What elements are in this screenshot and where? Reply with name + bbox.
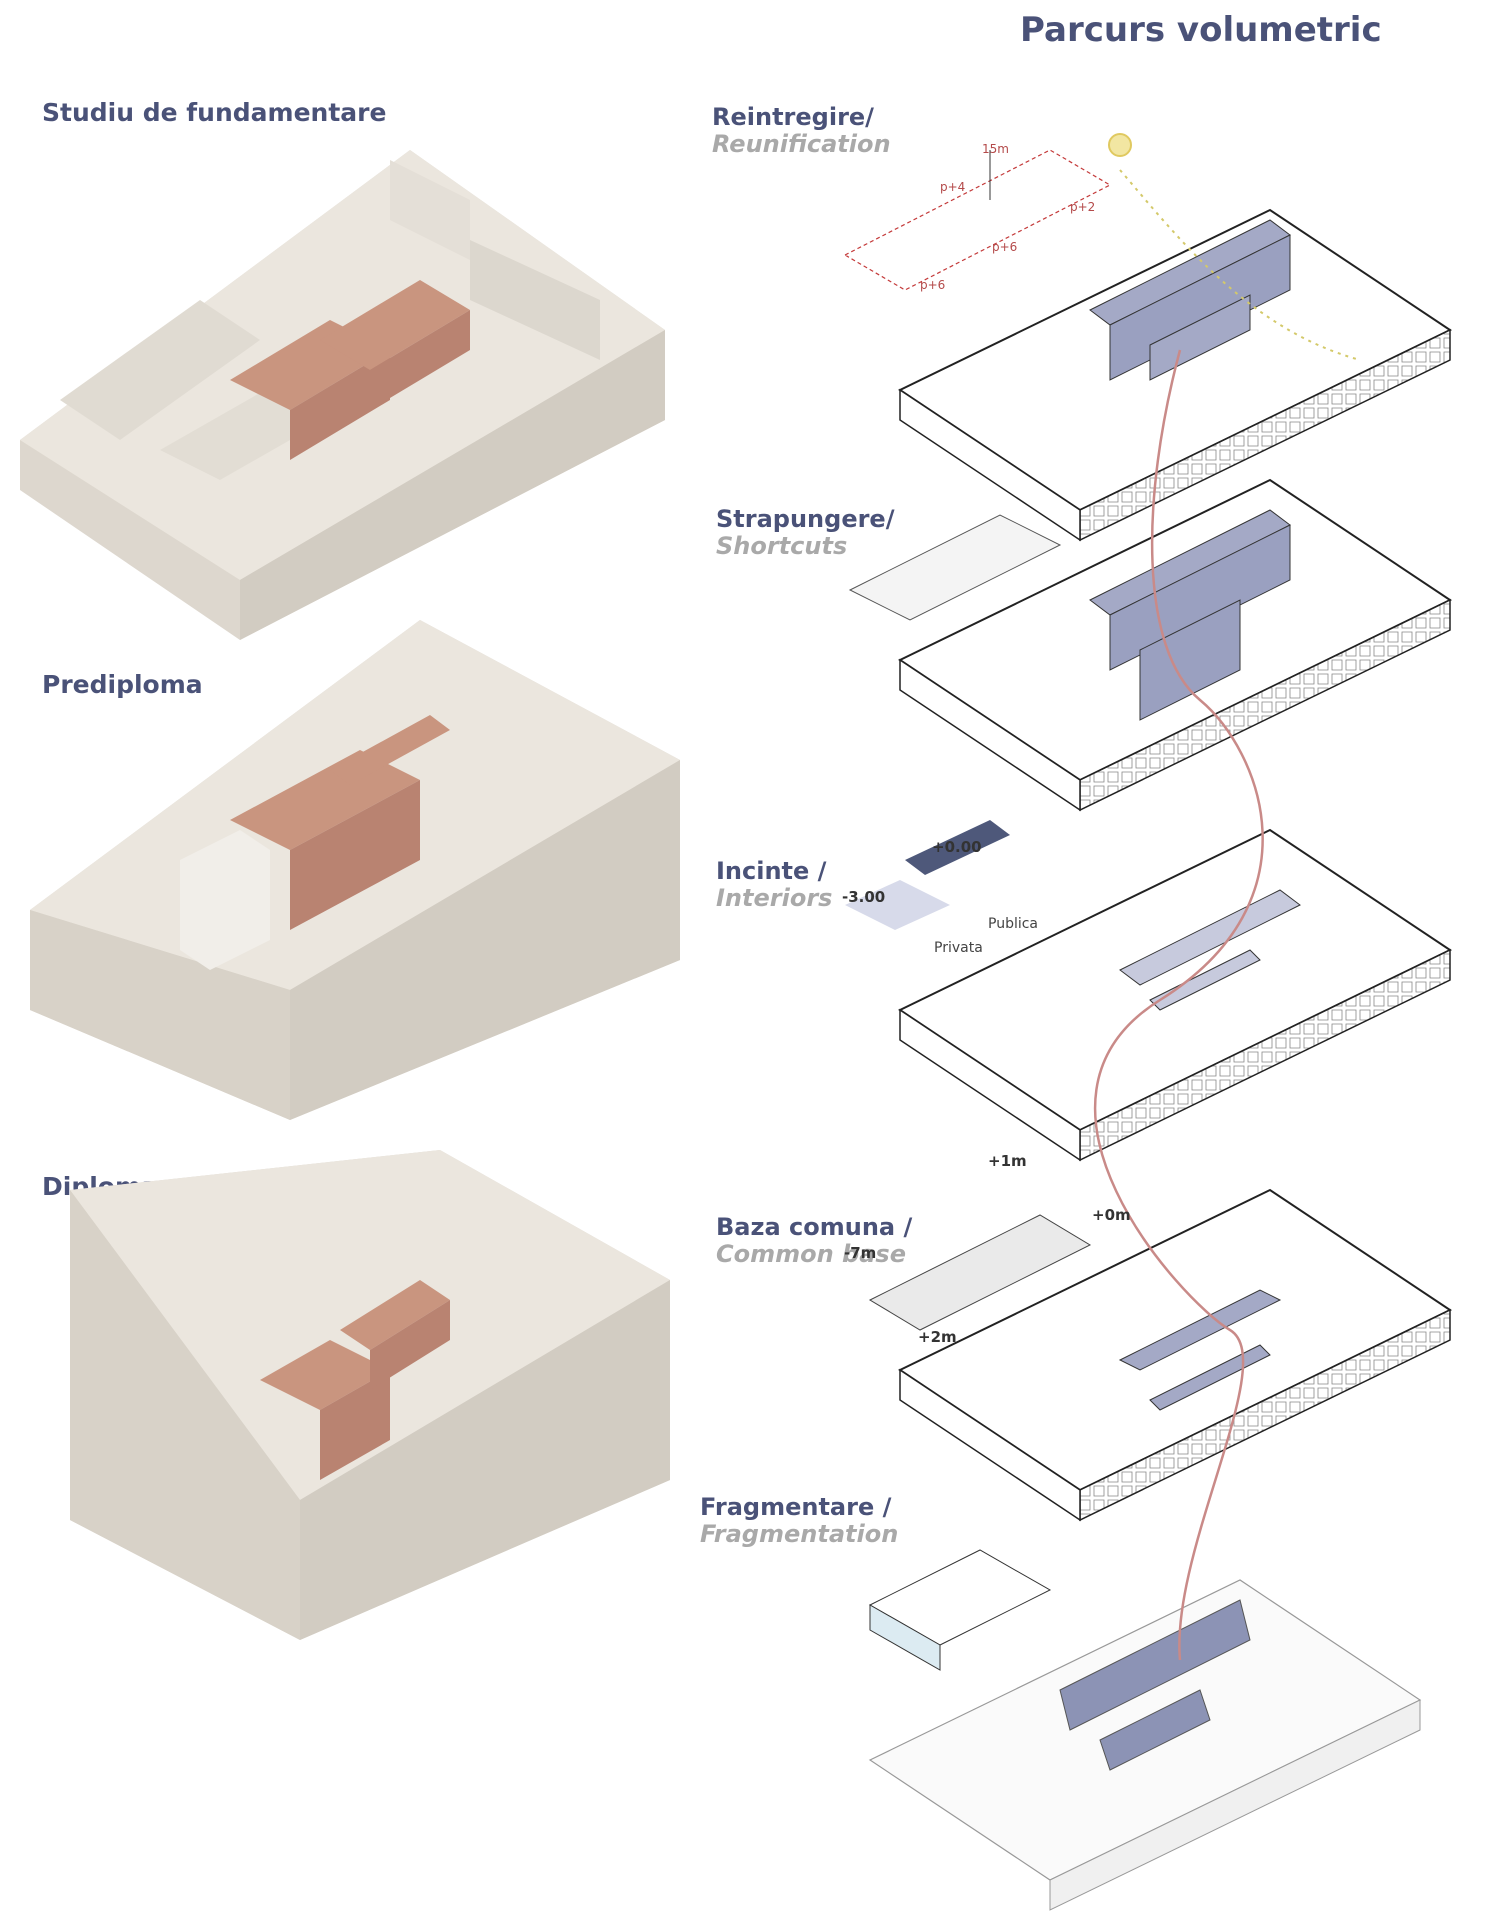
- label-level-low: -3.00: [842, 888, 886, 906]
- axon-common-base: [868, 1188, 1453, 1522]
- label-plus0m: +0m: [1092, 1206, 1131, 1224]
- label-p2: p+2: [1070, 200, 1096, 214]
- label-plus1m: +1m: [988, 1152, 1027, 1170]
- label-public: Publica: [988, 916, 1039, 932]
- label-plus2m: +2m: [918, 1328, 957, 1346]
- step-1-ro: Reintregire/: [712, 103, 874, 131]
- label-level-top: +0.00: [932, 838, 982, 856]
- label-minus7m: -7m: [844, 1244, 877, 1262]
- step-3-ro: Incinte /: [716, 857, 827, 885]
- model-title-2: Prediploma: [42, 670, 203, 699]
- label-height: 15m: [982, 142, 1009, 156]
- step-interiors-caption: Incinte / Interiors: [716, 858, 832, 912]
- model-title-1: Studiu de fundamentare: [42, 98, 387, 127]
- model-3-terracotta: [260, 1340, 390, 1410]
- connection-path: [1093, 349, 1264, 1661]
- axon-shortcuts: [848, 478, 1453, 812]
- step-reunification-caption: Reintregire/ Reunification: [712, 104, 891, 158]
- step-shortcuts-caption: Strapungere/ Shortcuts: [716, 506, 894, 560]
- model-2-prediploma: [30, 620, 680, 1120]
- step-3-en: Interiors: [716, 884, 833, 912]
- label-p6-a: p+6: [992, 240, 1018, 254]
- step-4-en: Common base: [716, 1240, 906, 1268]
- label-private: Privata: [934, 940, 983, 956]
- model-1-study: [20, 150, 665, 640]
- axon-reunification: [843, 133, 1453, 542]
- step-1-en: Reunification: [712, 130, 891, 158]
- step-2-ro: Strapungere/: [716, 505, 895, 533]
- label-p6-b: p+6: [920, 278, 946, 292]
- step-fragmentation-caption: Fragmentare / Fragmentation: [700, 1494, 898, 1548]
- step-4-ro: Baza comuna /: [716, 1213, 913, 1241]
- model-3-diploma: [70, 1150, 670, 1640]
- model-2-terracotta: [230, 750, 420, 850]
- page-title: Parcurs volumetric: [1020, 10, 1382, 50]
- axon-fragmentation: [868, 1549, 1422, 1911]
- step-5-en: Fragmentation: [700, 1520, 899, 1548]
- step-2-en: Shortcuts: [716, 532, 848, 560]
- step-common-base-caption: Baza comuna / Common base: [716, 1214, 912, 1268]
- label-p4: p+4: [940, 180, 966, 194]
- axon-interiors: [845, 820, 1453, 1162]
- step-5-ro: Fragmentare /: [700, 1493, 892, 1521]
